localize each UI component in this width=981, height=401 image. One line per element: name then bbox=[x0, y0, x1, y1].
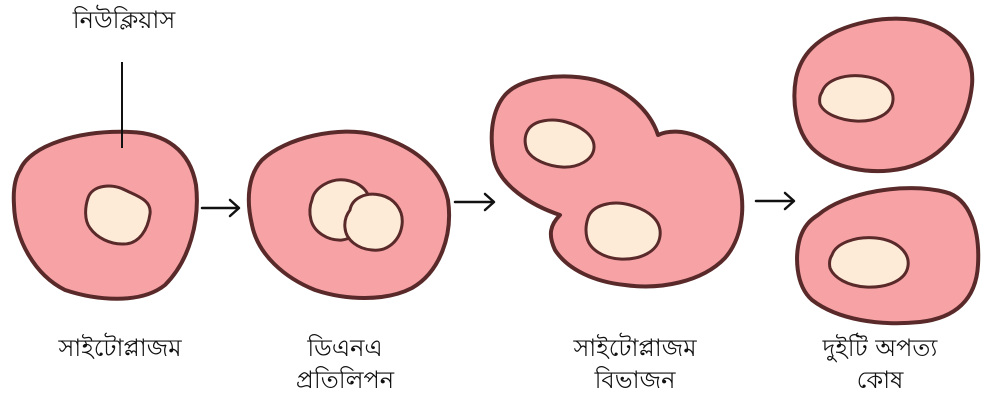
right-arrow-icon bbox=[455, 194, 494, 210]
stage-label-line: বিভাজন bbox=[545, 364, 725, 396]
stage-4-label: দুইটি অপত্য কোষ bbox=[795, 332, 965, 396]
stage-3-label: সাইটোপ্লাজম বিভাজন bbox=[545, 332, 725, 396]
stage-1-label: সাইটোপ্লাজম bbox=[30, 332, 210, 364]
right-arrow-icon bbox=[756, 193, 794, 209]
stage-label-line: প্রতিলিপন bbox=[270, 364, 420, 396]
stage-2-cell bbox=[249, 132, 449, 298]
nucleus-callout-label: নিউক্লিয়াস bbox=[64, 4, 184, 36]
stage-2-label: ডিএনএ প্রতিলিপন bbox=[270, 332, 420, 396]
nucleus-shape bbox=[830, 238, 909, 287]
nucleus-shape bbox=[820, 76, 893, 121]
stage-1-cell bbox=[14, 62, 197, 299]
stage-label-line: দুইটি অপত্য bbox=[795, 332, 965, 364]
stage-label-line: ডিএনএ bbox=[270, 332, 420, 364]
stage-3-cell bbox=[492, 76, 743, 286]
stage-label-line: সাইটোপ্লাজম bbox=[30, 332, 210, 364]
right-arrow-icon bbox=[202, 200, 239, 216]
stage-label-line: কোষ bbox=[795, 364, 965, 396]
stage-4-cells bbox=[794, 19, 978, 323]
stage-label-line: সাইটোপ্লাজম bbox=[545, 332, 725, 364]
nucleus-copy-shape bbox=[345, 194, 402, 250]
